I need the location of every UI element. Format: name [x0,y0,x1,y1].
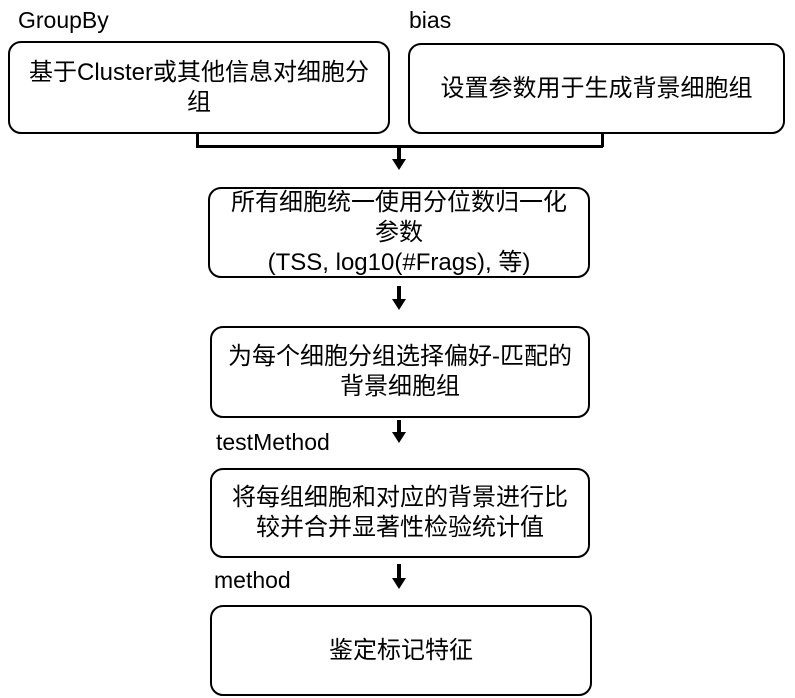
arrow-down-icon [392,420,406,443]
node-text-line: 设置参数用于生成背景细胞组 [440,74,753,102]
arrow-shaft [397,420,401,432]
arrow-head [392,299,406,310]
arrow-head [392,159,406,170]
node-text-line: 参数 [375,218,423,246]
arrow-head [392,578,406,589]
label-method: method [214,567,291,593]
node-select-background: 为每个细胞分组选择偏好-匹配的 背景细胞组 [210,326,590,418]
label-groupby: GroupBy [18,7,109,33]
arrow-down-icon [392,564,406,589]
node-set-params: 设置参数用于生成背景细胞组 [408,43,785,134]
node-identify-markers: 鉴定标记特征 [210,605,592,696]
node-compare-merge: 将每组细胞和对应的背景进行比 较并合并显著性检验统计值 [210,468,590,558]
merge-connector-right-stub [601,133,604,147]
node-group-cells: 基于Cluster或其他信息对细胞分 组 [8,41,390,134]
arrow-shaft [397,286,401,299]
node-quantile-norm: 所有细胞统一使用分位数归一化 参数 (TSS, log10(#Frags), 等… [208,187,590,278]
node-text-line: 鉴定标记特征 [329,636,473,664]
label-testmethod: testMethod [216,429,330,455]
node-text-line: 较并合并显著性检验统计值 [256,514,544,541]
arrow-shaft [397,147,401,159]
arrow-shaft [397,564,401,578]
arrow-down-icon [392,147,406,170]
node-text-line: 将每组细胞和对应的背景进行比 [232,484,568,511]
merge-connector-horizontal-line [196,145,603,148]
node-text-line: 所有细胞统一使用分位数归一化 [231,188,567,216]
arrow-down-icon [392,286,406,310]
label-bias: bias [409,7,452,33]
node-text-line: 为每个细胞分组选择偏好-匹配的 [228,343,572,370]
node-text-line: 基于Cluster或其他信息对细胞分 [28,58,370,86]
node-text-line: 组 [187,88,211,116]
node-text-line: 背景细胞组 [340,373,460,400]
node-text-line: (TSS, log10(#Frags), 等) [267,248,531,276]
merge-connector-left-stub [196,133,199,147]
arrow-head [392,432,406,443]
